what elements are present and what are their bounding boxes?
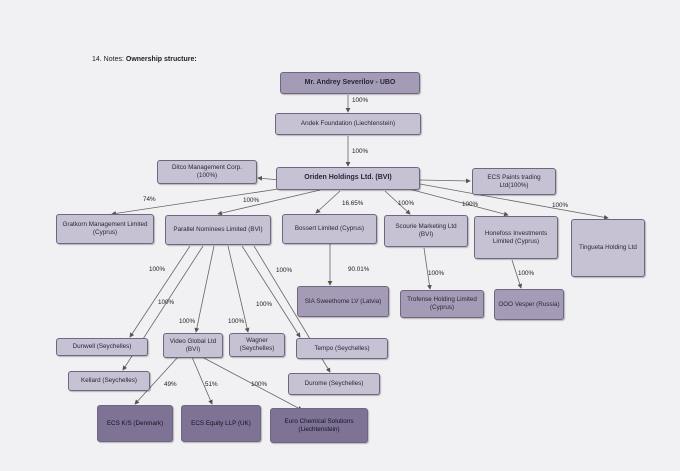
oriden-holdings-node: Oriden Holdings Ltd. (BVI) (276, 167, 420, 190)
pct-trofense: 100% (428, 270, 445, 277)
honefoss-node: Honefoss Investments Limited (Cyprus) (474, 216, 558, 259)
ecs-equity-node: ECS Equity LLP (UK) (181, 405, 261, 442)
pct-ecs-ks: 49% (164, 381, 177, 388)
pct-parallel: 100% (243, 197, 260, 204)
pct-video: 100% (179, 318, 196, 325)
pct-scourie: 100% (398, 200, 415, 207)
pct-honefoss: 100% (462, 201, 479, 208)
parallel-nominees-node: Parallel Nominees Limited (BVI) (165, 215, 271, 245)
ecs-paints-node: ECS Paints trading Ltd(100%) (472, 168, 556, 195)
pct-ecs-equity: 51% (205, 381, 218, 388)
scourie-node: Scourie Marketing Ltd (BVI) (384, 215, 468, 247)
section-number: 14. Notes: (92, 56, 124, 63)
pct-euro-chem: 100% (251, 381, 268, 388)
kellard-node: Kellard (Seychelles) (68, 371, 150, 391)
ubo-node: Mr. Andrey Severilov - UBO (280, 72, 420, 94)
pct-wagner: 100% (256, 301, 273, 308)
dunwell-node: Dunwell (Seychelles) (56, 338, 148, 356)
andek-foundation-node: Andek Foundation (Liechtenstein) (275, 113, 421, 135)
pct-sia: 90.01% (348, 266, 370, 273)
euro-chemical-node: Euro Chemical Solutions (Liechtenstein) (270, 408, 368, 443)
pct-andek-oriden: 100% (352, 148, 369, 155)
pct-tingueta: 100% (552, 202, 569, 209)
ooo-vesper-node: OOO Vesper (Russia) (494, 289, 564, 320)
section-heading: 14. Notes: Ownership structure: (92, 56, 197, 63)
trofense-node: Trofense Holding Limited (Cyprus) (400, 290, 484, 318)
pct-kellard: 100% (158, 299, 175, 306)
wagner-node: Wagner (Seychelles) (229, 333, 285, 357)
ditco-node: Ditco Management Corp. (100%) (157, 160, 257, 184)
pct-ooo: 100% (518, 270, 535, 277)
sia-sweethome-node: SIA Sweethome LV (Latvia) (297, 286, 389, 317)
pct-dunwell: 100% (149, 266, 166, 273)
pct-ubo-andek: 100% (352, 97, 369, 104)
video-global-node: Video Global Ltd (BVI) (163, 333, 223, 358)
pct-bossert: 16.65% (342, 200, 364, 207)
pct-gratkorn: 74% (143, 196, 156, 203)
bossert-node: Bossert Limited (Cyprus) (282, 214, 377, 244)
ecs-ks-node: ECS K/S (Denmark) (97, 405, 173, 442)
pct-tempo: 100% (276, 267, 293, 274)
pct-wagner-2: 100% (228, 318, 245, 325)
tingueta-node: Tingueta Holding Ltd (571, 219, 645, 277)
durome-node: Durome (Seychelles) (288, 373, 380, 395)
section-title: Ownership structure: (125, 56, 197, 63)
gratkorn-node: Gratkorn Management Limited (Cyprus) (56, 214, 154, 244)
tempo-node: Tempo (Seychelles) (296, 338, 388, 359)
